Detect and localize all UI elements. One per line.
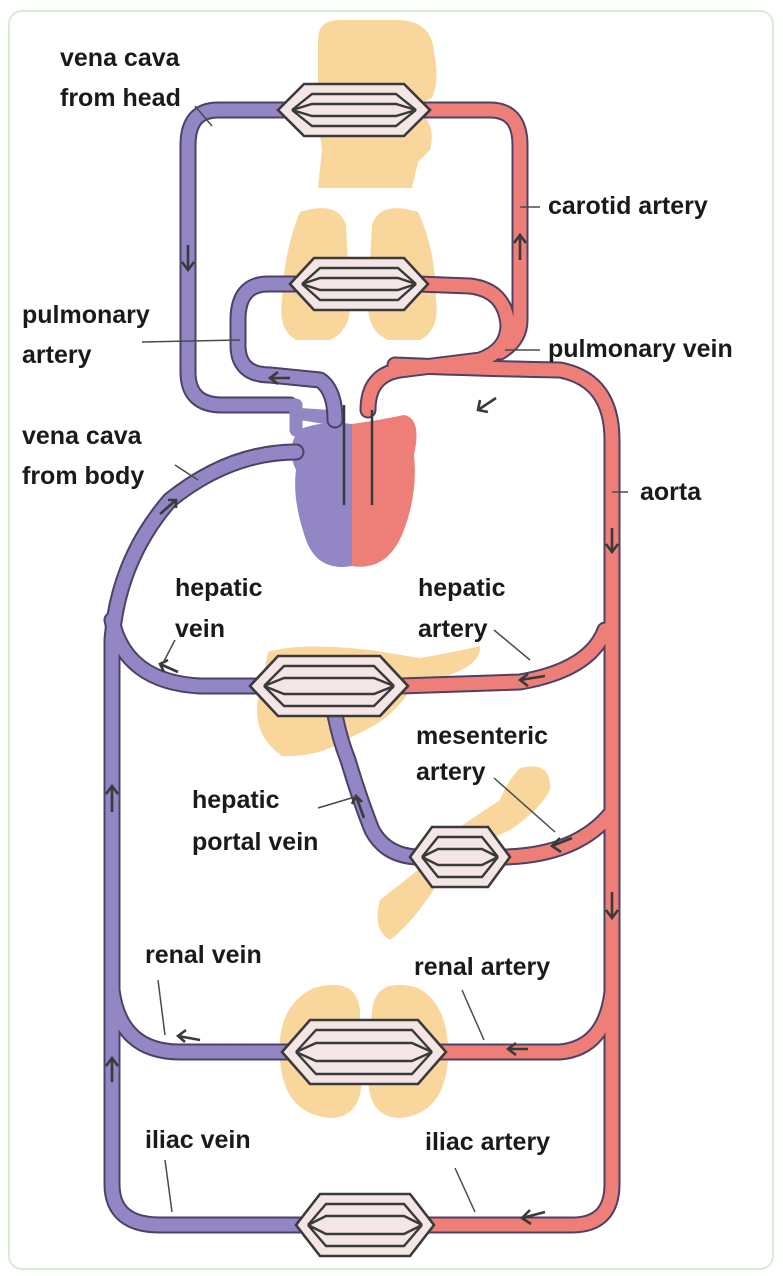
label-iliac-vein: iliac vein <box>145 1126 251 1154</box>
label-pulmonary-artery-2: artery <box>22 341 92 369</box>
label-hepatic-vein-2: vein <box>175 615 225 643</box>
label-carotid-artery: carotid artery <box>548 192 708 220</box>
capillary-head <box>278 84 430 136</box>
label-hepatic-portal-vein-1: hepatic <box>192 786 280 814</box>
label-renal-artery: renal artery <box>414 953 550 981</box>
capillary-intestine <box>410 827 510 887</box>
label-vena-cava-head-2: from head <box>60 84 181 112</box>
label-vena-cava-head-1: vena cava <box>60 44 181 72</box>
label-hepatic-portal-vein-2: portal vein <box>192 828 318 856</box>
capillary-legs <box>296 1194 434 1256</box>
label-vena-cava-body-2: from body <box>22 462 144 490</box>
labels: vena cava from head carotid artery pulmo… <box>22 44 733 1156</box>
label-hepatic-vein-1: hepatic <box>175 574 263 602</box>
label-iliac-artery: iliac artery <box>425 1128 550 1156</box>
label-aorta: aorta <box>640 478 702 506</box>
label-mesenteric-artery-1: mesenteric <box>416 722 548 750</box>
label-vena-cava-body-1: vena cava <box>22 422 143 450</box>
label-pulmonary-vein: pulmonary vein <box>548 335 733 363</box>
capillary-liver <box>250 656 408 716</box>
label-mesenteric-artery-2: artery <box>416 758 486 786</box>
label-hepatic-artery-1: hepatic <box>418 574 506 602</box>
capillary-lungs <box>290 258 428 310</box>
capillary-kidneys <box>282 1020 446 1084</box>
label-pulmonary-artery-1: pulmonary <box>22 301 150 329</box>
label-renal-vein: renal vein <box>145 941 262 969</box>
heart <box>291 408 416 567</box>
label-hepatic-artery-2: artery <box>418 615 488 643</box>
